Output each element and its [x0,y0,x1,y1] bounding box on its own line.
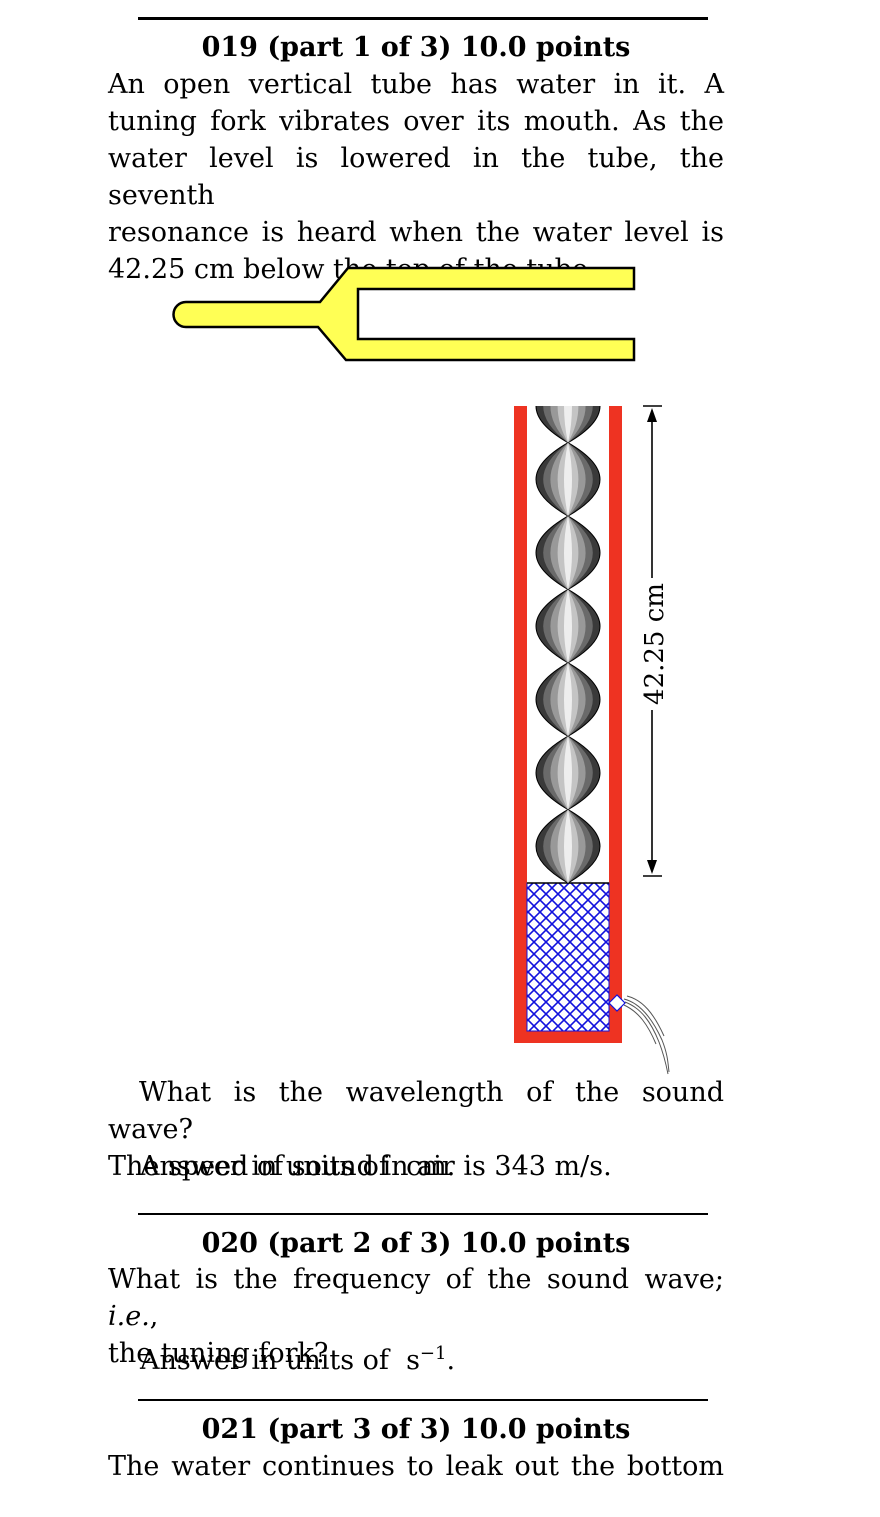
tuning-fork-icon [172,266,636,362]
q020-rule [138,1213,708,1215]
q021-rule [138,1399,708,1401]
q019-question-line-1: What is the wavelength of the sound wave… [108,1077,724,1145]
q019-line-4: resonance is heard when the water level … [108,217,724,248]
q019-answer-prefix: Answer in units of [140,1151,389,1182]
depth-dimension [643,405,662,877]
q020-heading: 020 (part 2 of 3) 10.0 points [201,1228,631,1259]
q020-answer-units: Answer in units of s−1. [140,1336,455,1379]
q019-question: What is the wavelength of the sound wave… [108,1074,724,1185]
q020-answer-end: . [446,1345,456,1376]
leak-hole [608,994,626,1012]
top-rule [138,17,708,20]
q019-heading: 019 (part 1 of 3) 10.0 points [201,32,631,63]
q020-line-1: What is the frequency of the sound wave;… [108,1261,724,1335]
tube-right-wall [609,406,622,1043]
q019-line-2: tuning fork vibrates over its mouth. As … [108,106,724,137]
q021-heading: 021 (part 3 of 3) 10.0 points [201,1414,631,1445]
q019-line-3: water level is lowered in the tube, the … [108,143,724,211]
q019-answer-unit: cm. [406,1151,456,1182]
wave-lobe-6-layer-4 [564,809,572,883]
water-hatch [526,882,610,1032]
q021-body: The water continues to leak out the bott… [108,1448,724,1485]
tube-bottom [514,1031,622,1043]
q019-line-1: An open vertical tube has water in it. A [108,69,724,100]
q020-ie: i.e. [108,1301,150,1332]
tube-left-wall [514,406,527,1043]
wave-lobe-3-layer-4 [564,589,572,663]
standing-wave-pattern [535,406,601,883]
q019-answer-units: Answer in units of cm. [140,1149,455,1185]
q019-body: An open vertical tube has water in it. A… [108,66,724,288]
q019-question-line-2: The speed of sound in air is 343 m/s. [108,1151,612,1182]
q020-line-1-end: , [149,1301,159,1332]
q021-line-1: The water continues to leak out the bott… [108,1451,724,1482]
q020-body: What is the frequency of the sound wave;… [108,1261,724,1372]
wave-lobe-2-layer-4 [564,516,572,590]
q020-answer-unit: s [406,1345,420,1376]
q020-answer-exp: −1 [419,1343,447,1364]
wave-lobe-4-layer-4 [564,662,572,737]
q020-line-1-text: What is the frequency of the sound wave; [108,1264,724,1295]
wave-lobe-0-layer-4 [564,406,572,443]
wave-lobe-1-layer-4 [564,442,572,517]
q020-line-2: the tuning fork? [108,1338,329,1369]
q020-answer-prefix: Answer in units of [140,1345,389,1376]
water-stream [623,995,670,1075]
depth-label: 42.25 cm [640,583,670,705]
wave-lobe-5-layer-4 [564,736,572,810]
